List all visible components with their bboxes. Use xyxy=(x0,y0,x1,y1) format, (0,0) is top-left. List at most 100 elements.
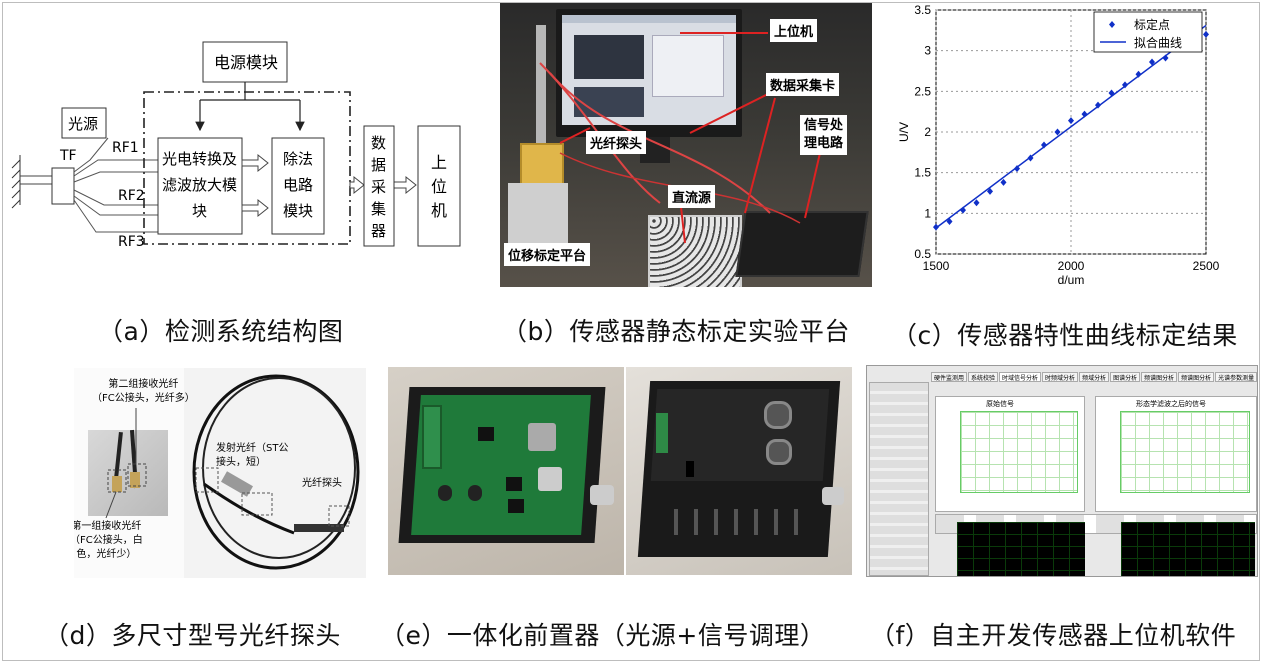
caption-d: （d）多尺寸型号光纤探头 xyxy=(44,621,341,650)
x-axis-label: d/um xyxy=(1058,273,1085,287)
y-tick-label: 3.5 xyxy=(914,3,931,17)
data-point xyxy=(987,187,993,195)
fiber-probe-label: 光纤探头 xyxy=(586,131,647,154)
x-tick-label: 1500 xyxy=(923,259,950,273)
software-tab[interactable]: 频谱图分析 xyxy=(1141,372,1178,382)
x-tick-label: 2000 xyxy=(1058,259,1085,273)
host-computer-label: 上位机 xyxy=(770,19,818,42)
svg-text:集: 集 xyxy=(371,200,386,218)
y-tick-label: 0.5 xyxy=(914,247,931,261)
conversion-line2: 滤波放大模 xyxy=(162,176,237,194)
power-module-box xyxy=(202,41,288,83)
svg-text:据: 据 xyxy=(371,156,386,174)
legend-marker-points xyxy=(1109,21,1115,28)
caption-b: （b）传感器静态标定实验平台 xyxy=(502,317,850,346)
caption-a: （a）检测系统结构图 xyxy=(98,317,344,346)
svg-text:采: 采 xyxy=(371,178,386,196)
wall-hatch xyxy=(11,155,21,209)
raw-signal-title: 原始信号 xyxy=(986,400,1014,408)
tf-block xyxy=(51,167,75,205)
caption-e: （e）一体化前置器（光源+信号调理） xyxy=(380,621,826,650)
lower-scope-left xyxy=(957,522,1085,576)
light-source-label: 光源 xyxy=(68,115,98,133)
data-point xyxy=(946,217,953,225)
svg-text:上: 上 xyxy=(431,153,447,172)
y-tick-label: 2.5 xyxy=(914,84,931,98)
fiber-probe-photo: 第二组接收光纤 （FC公接头，光纤多） 发射光纤（ST公 接头，短） 光纤探头 … xyxy=(74,368,366,578)
division-line3: 模块 xyxy=(283,202,313,220)
data-point xyxy=(1081,110,1088,118)
software-tab[interactable]: 时频域分析 xyxy=(1042,372,1079,382)
host-box xyxy=(417,125,461,247)
conversion-line1: 光电转换及 xyxy=(162,150,237,168)
rf1-label: RF1 xyxy=(112,140,139,156)
caption-f: （f）自主开发传感器上位机软件 xyxy=(870,621,1237,650)
dc-source xyxy=(648,215,742,287)
software-tab[interactable]: 系统校验 xyxy=(968,372,999,382)
host-label: 上 位 机 xyxy=(431,153,447,220)
conversion-line3: 块 xyxy=(192,202,207,220)
software-tab[interactable]: 频谱图分析 xyxy=(1178,372,1215,382)
data-point xyxy=(1122,81,1128,89)
raw-signal-panel: 原始信号 xyxy=(935,396,1085,512)
rf3-label: RF3 xyxy=(118,234,145,250)
division-line2: 电路 xyxy=(283,176,313,194)
y-axis-label: U/V xyxy=(897,122,911,142)
stage-label: 位移标定平台 xyxy=(504,243,591,266)
data-point xyxy=(1041,141,1047,149)
data-point xyxy=(1095,101,1101,109)
software-tab[interactable]: 硬件监测用 xyxy=(931,372,968,382)
filtered-signal-panel: 形态学滤波之后的信号 xyxy=(1095,396,1257,512)
module-enclosure xyxy=(143,91,351,245)
dc-source-label: 直流源 xyxy=(668,185,716,208)
division-line1: 除法 xyxy=(283,150,313,168)
host-software-screenshot: 硬件监测用 系统校验 时域信号分析 时频域分析 频域分析 图谱分析 频谱图分析 … xyxy=(866,365,1258,577)
data-point xyxy=(1027,154,1034,162)
division-module-box xyxy=(271,137,325,235)
data-point xyxy=(973,199,980,207)
tf-label: TF xyxy=(59,148,77,164)
legend-label-fit: 拟合曲线 xyxy=(1134,35,1182,50)
y-tick-label: 1 xyxy=(924,206,931,220)
legend-box xyxy=(1093,11,1203,53)
data-point xyxy=(1014,165,1020,173)
daq-card-label: 数据采集卡 xyxy=(766,73,840,96)
power-module-label: 电源模块 xyxy=(214,53,278,72)
filtered-signal-title: 形态学滤波之后的信号 xyxy=(1136,400,1206,408)
data-point xyxy=(933,223,939,231)
data-point xyxy=(1000,178,1007,186)
lower-scope-right xyxy=(1121,522,1255,576)
data-point xyxy=(1108,89,1115,97)
software-tab[interactable]: 频域分析 xyxy=(1079,372,1110,382)
config-column xyxy=(869,382,929,576)
daq-label: 数 据 采 集 器 xyxy=(371,134,386,240)
calibration-platform-photo: 上位机 数据采集卡 光纤探头 信号处 理电路 直流源 位移标定平台 xyxy=(500,3,872,287)
y-tick-label: 3 xyxy=(924,44,931,58)
software-tab-strip: 硬件监测用 系统校验 时域信号分析 时频域分析 频域分析 图谱分析 频谱图分析 … xyxy=(931,372,1257,382)
x-tick-label: 2500 xyxy=(1193,259,1220,273)
group2-fiber-label: 第二组接收光纤 （FC公接头，光纤多） xyxy=(92,379,195,404)
probe-label: 光纤探头 xyxy=(302,478,342,489)
daq-box xyxy=(363,125,395,247)
data-point xyxy=(1162,54,1169,62)
signal-circuit-label: 信号处 理电路 xyxy=(800,115,848,155)
software-tab[interactable]: 光谱参数测量 xyxy=(1215,372,1257,382)
y-tick-label: 2 xyxy=(924,125,931,139)
software-tab[interactable]: 时域信号分析 xyxy=(999,372,1042,382)
fit-line xyxy=(935,24,1207,229)
rf2-label: RF2 xyxy=(118,188,145,204)
svg-text:器: 器 xyxy=(371,222,386,240)
data-point xyxy=(1135,70,1142,78)
data-point xyxy=(1149,58,1155,66)
data-point xyxy=(1054,128,1061,136)
group1-fiber-label: 第一组接收光纤 （FC公接头，白 色，光纤少） xyxy=(74,521,143,560)
emit-fiber-label: 发射光纤（ST公 接头，短） xyxy=(216,443,289,468)
software-tab[interactable]: 图谱分析 xyxy=(1110,372,1141,382)
caption-c: （c）传感器特性曲线标定结果 xyxy=(892,321,1238,350)
system-structure-diagram: TF 光源 RF1 RF2 RF3 电源模块 光电转换及 滤波放大模 块 除法 … xyxy=(11,41,461,250)
data-point xyxy=(960,206,966,214)
front-end-board-photo xyxy=(388,367,624,575)
svg-text:数: 数 xyxy=(371,134,386,152)
